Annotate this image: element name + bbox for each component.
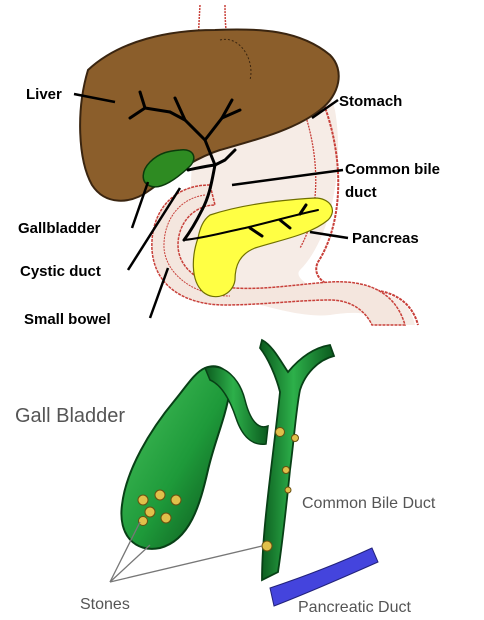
stone (285, 487, 291, 493)
label-pancreatic-duct: Pancreatic Duct (298, 599, 411, 616)
label-gallbladder: Gallbladder (18, 220, 101, 237)
label-gall-bladder: Gall Bladder (15, 405, 125, 427)
label-liver: Liver (26, 86, 62, 103)
stone (292, 435, 299, 442)
stone (138, 495, 148, 505)
stone (161, 513, 171, 523)
stone (155, 490, 165, 500)
label-common-bile-duct: Common Bile Duct (302, 495, 436, 512)
label-pancreas: Pancreas (352, 230, 419, 247)
label-stomach: Stomach (339, 93, 402, 110)
label-cystic-duct: Cystic duct (20, 263, 101, 280)
stone (283, 467, 290, 474)
stone (139, 517, 148, 526)
label-small-bowel: Small bowel (24, 311, 111, 328)
label-stones: Stones (80, 596, 130, 613)
gall-bladder-shape (121, 366, 230, 549)
pancreatic-duct-shape (270, 548, 378, 606)
stone (171, 495, 181, 505)
stone (276, 428, 285, 437)
stone (262, 541, 272, 551)
stone (145, 507, 155, 517)
label-common-bile-duct-line1: Common bile (345, 161, 440, 178)
label-common-bile-duct-line2: duct (345, 184, 377, 201)
